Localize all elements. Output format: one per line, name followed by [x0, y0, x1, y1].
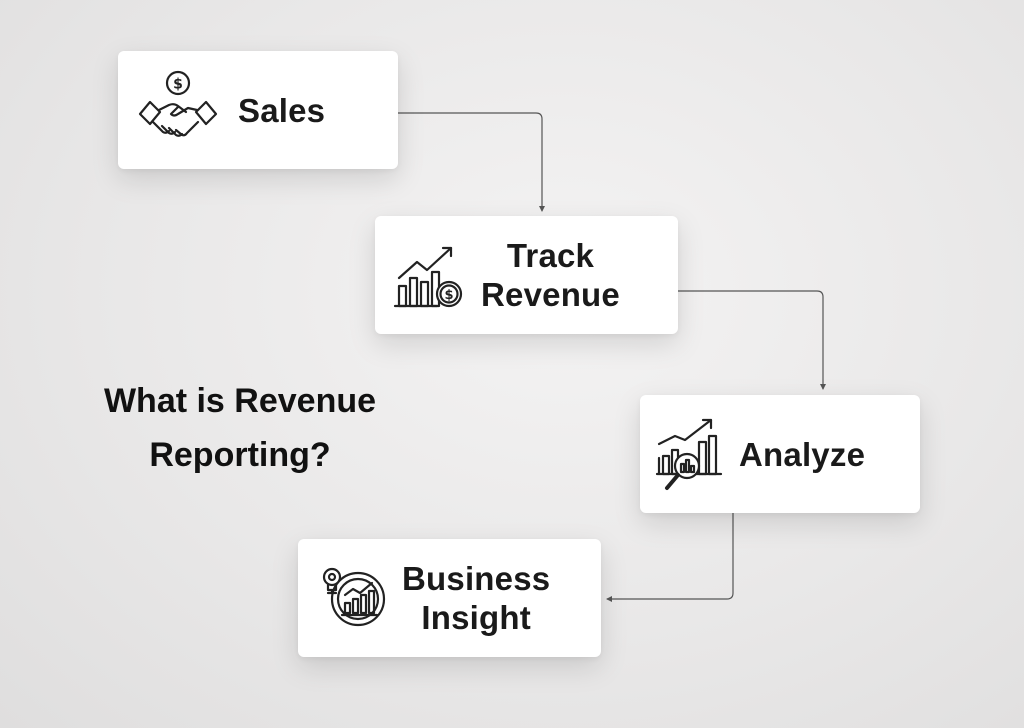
heading-line: Reporting? [149, 436, 331, 474]
svg-text:$: $ [444, 288, 453, 303]
step-card-sales: $ Sales [118, 51, 398, 169]
growth-chart-coin-icon: $ [393, 238, 467, 312]
diagram-heading: What is Revenue Reporting? [40, 374, 440, 482]
step-label-line: Revenue [481, 276, 620, 313]
step-label-line: Analyze [739, 435, 866, 473]
step-label-line: Insight [421, 599, 531, 636]
step-label: Sales [238, 91, 325, 130]
step-label-line: Sales [238, 91, 326, 129]
step-label: Business Insight [402, 559, 550, 637]
handshake-dollar-icon: $ [136, 68, 220, 152]
heading-line: What is Revenue [103, 382, 377, 420]
svg-text:$: $ [173, 77, 183, 93]
step-label: Track Revenue [481, 236, 620, 314]
step-label-line: Business [402, 560, 551, 597]
chart-magnifier-icon [655, 414, 725, 494]
step-label-line: Track [506, 237, 595, 274]
connector-sales-to-track [398, 112, 545, 212]
lightbulb-chart-icon [316, 559, 394, 637]
connector-analyze-to-insight [606, 513, 734, 602]
step-label: Analyze [739, 435, 865, 474]
step-card-track-revenue: $ Track Revenue [375, 216, 678, 334]
step-card-business-insight: Business Insight [298, 539, 601, 657]
step-card-analyze: Analyze [640, 395, 920, 513]
connector-track-to-analyze [678, 290, 826, 390]
